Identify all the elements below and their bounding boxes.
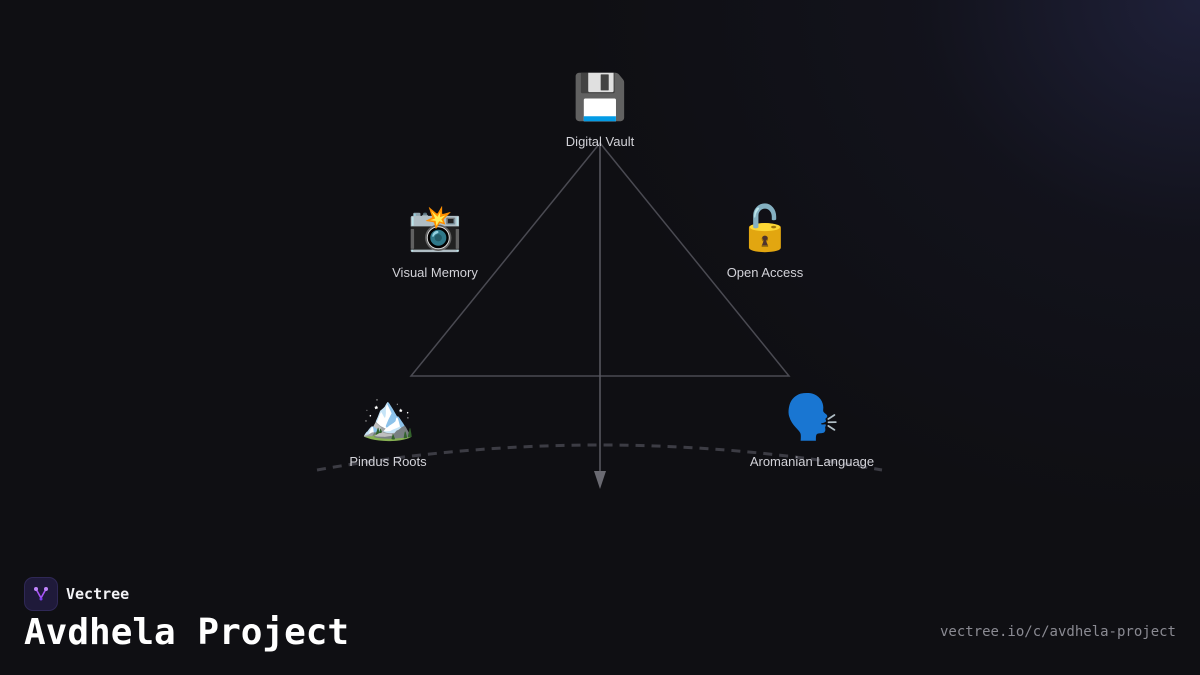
node-label: Pindus Roots bbox=[349, 454, 427, 469]
project-url[interactable]: vectree.io/c/avdhela-project bbox=[939, 624, 1176, 640]
node-label: Open Access bbox=[726, 265, 804, 280]
vectree-logo-mark bbox=[34, 587, 48, 601]
node-digital-vault[interactable]: 💾 Digital Vault bbox=[510, 72, 690, 150]
vectree-fork-icon bbox=[24, 577, 58, 611]
brand[interactable]: Vectree bbox=[24, 577, 129, 611]
node-label: Aromanian Language bbox=[749, 454, 875, 469]
node-visual-memory[interactable]: 📸 Visual Memory bbox=[345, 203, 525, 281]
node-open-access[interactable]: 🔓 Open Access bbox=[675, 203, 855, 281]
floppy-disk-icon: 💾 bbox=[572, 73, 628, 122]
unlocked-padlock-icon: 🔓 bbox=[737, 204, 793, 253]
camera-flash-icon: 📸 bbox=[407, 204, 463, 253]
ground-arc bbox=[316, 443, 883, 472]
page-title: Avdhela Project bbox=[24, 612, 350, 653]
speaking-head-icon: 🗣️ bbox=[784, 393, 840, 442]
node-label: Digital Vault bbox=[565, 134, 635, 149]
node-pindus-roots[interactable]: 🏔️ Pindus Roots bbox=[298, 392, 478, 470]
axis-arrowhead bbox=[594, 471, 606, 489]
node-aromanian-language[interactable]: 🗣️ Aromanian Language bbox=[722, 392, 902, 470]
brand-name: Vectree bbox=[66, 585, 130, 603]
snow-mountain-icon: 🏔️ bbox=[360, 393, 416, 442]
node-label: Visual Memory bbox=[392, 265, 478, 280]
